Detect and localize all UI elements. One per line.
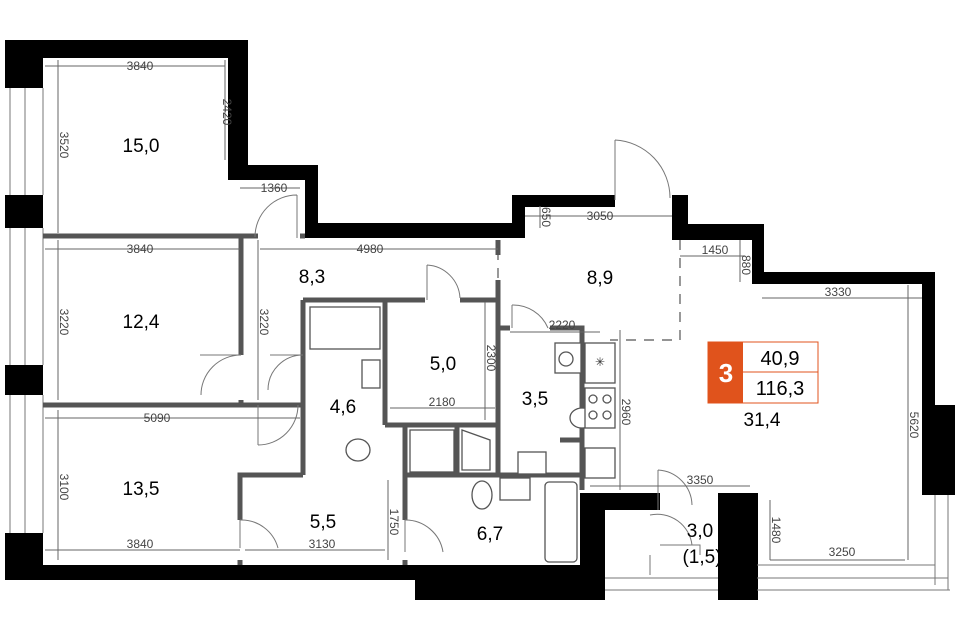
toilet-2 [471,480,493,510]
dim-3350: 3350 [687,473,714,487]
room-count: 3 [719,358,733,388]
doors [200,139,701,575]
total-area: 116,3 [756,378,805,400]
dim-2220: 2220 [549,318,576,332]
dim-3220-hall: 3220 [257,309,271,336]
room-area-laundry: 3,5 [522,389,548,410]
fridge [584,342,616,384]
dimension-labels: 3840 2420 3520 1360 3840 4980 3220 3220 … [57,59,921,559]
inner-walls [43,233,585,565]
dim-3520: 3520 [57,132,71,159]
dim-1750: 1750 [387,509,401,536]
outer-walls [5,40,955,600]
shower-tray [309,306,381,350]
sink [361,359,381,389]
room-area-balcony-reduced: (1,5) [682,547,721,568]
dim-650: 650 [539,207,553,227]
dim-1480: 1480 [769,517,783,544]
room-area-bedroom-bottom: 13,5 [123,479,160,500]
dim-3050: 3050 [587,209,614,223]
entry-zone-outline [497,240,681,341]
dim-2420: 2420 [220,99,234,126]
dim-880: 880 [739,255,753,275]
room-area-bedroom-mid: 12,4 [123,312,160,333]
dim-3840-top: 3840 [127,59,154,73]
glass-panel [461,429,491,471]
dim-3840-bottom: 3840 [127,537,154,551]
room-area-closet: 5,0 [430,354,456,375]
dim-2960: 2960 [619,399,633,426]
room-areas: 15,0 12,4 13,5 8,3 4,6 5,0 3,5 8,9 5,5 6… [123,136,781,568]
dim-3100: 3100 [57,474,71,501]
shower-cabin [409,429,455,473]
dim-4980: 4980 [357,242,384,256]
fridge-snowflake-icon: ✳ [595,355,605,369]
dim-1360: 1360 [261,181,288,195]
burners-icon [588,394,612,420]
dim-3250: 3250 [829,545,856,559]
apartment-badge: 3 40,9 116,3 [707,341,819,404]
dim-5090: 5090 [144,411,171,425]
toilet [345,438,371,462]
dim-2300: 2300 [484,345,498,372]
room-area-storage: 5,5 [310,512,336,533]
dim-1450: 1450 [702,243,729,257]
dim-3330: 3330 [825,285,852,299]
room-area-balcony: 3,0 [687,521,713,542]
kitchen-sink [584,447,616,479]
dim-5620: 5620 [907,412,921,439]
dim-3220-left: 3220 [57,309,71,336]
room-area-bedroom-top: 15,0 [123,136,160,157]
windows [9,88,950,591]
room-area-hall: 8,3 [299,267,325,288]
room-area-living-kitchen: 31,4 [744,410,781,431]
dim-3840-mid: 3840 [127,242,154,256]
dim-3130: 3130 [309,537,336,551]
washer-drum-icon [558,351,574,367]
fixtures: ✳ [309,306,616,563]
bathtub [544,481,578,563]
stove [584,387,616,429]
room-area-bathroom-small: 4,6 [330,397,356,418]
dim-2180: 2180 [429,395,456,409]
sink-3 [517,451,547,475]
room-area-entry: 8,9 [587,268,613,289]
living-area: 40,9 [761,348,800,370]
room-area-bathroom: 6,7 [477,524,503,545]
room-count-box [708,342,743,403]
sink-2 [499,477,531,501]
dimension-lines [45,60,922,561]
